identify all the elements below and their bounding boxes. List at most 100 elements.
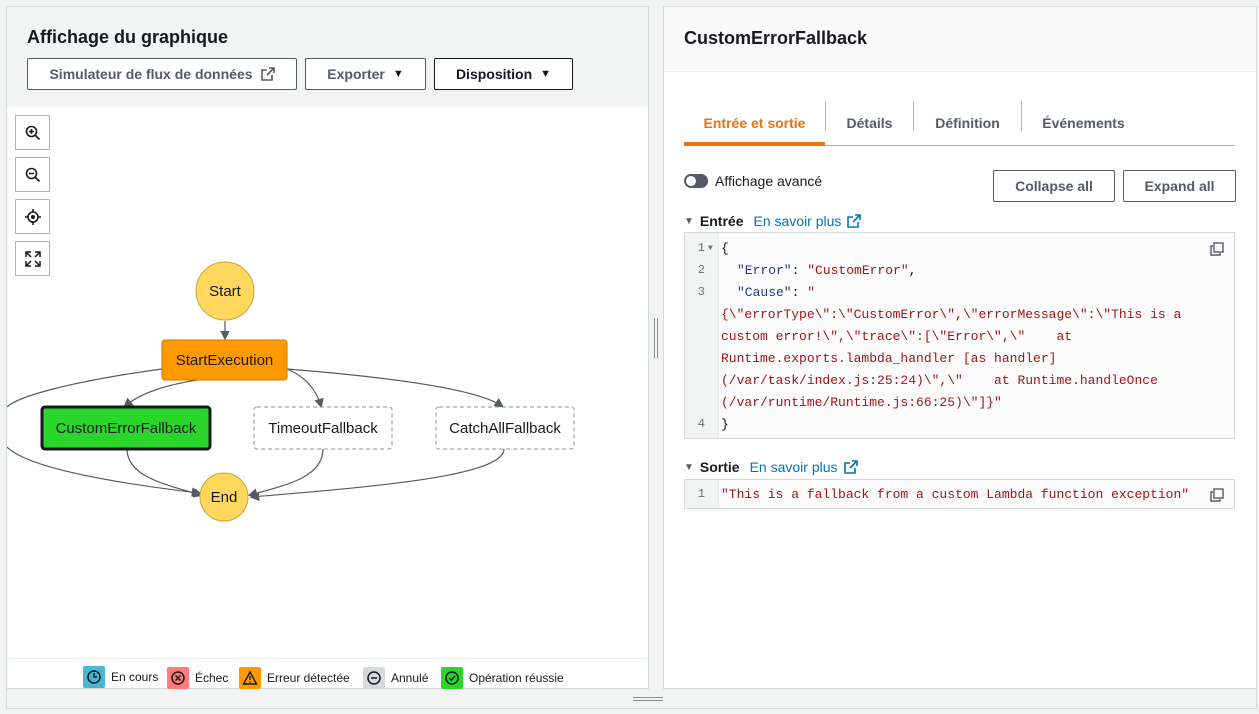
input-section-title: Entrée [699,213,744,229]
node-start[interactable]: Start [195,261,255,321]
layout-button[interactable]: Disposition ▼ [434,58,573,90]
code-line: "Cause": " [737,285,815,300]
code-line: "This is a fallback from a custom Lambda… [721,487,1190,502]
zoom-out-button[interactable] [15,157,50,192]
node-end[interactable]: End [199,472,249,522]
details-panel-header: CustomErrorFallback [664,7,1256,72]
zoom-out-icon [25,167,40,182]
tab-label: Événements [1042,115,1125,131]
line-number: 2 [697,263,705,277]
check-circle-icon [441,667,463,689]
node-catchallfallback-label: CatchAllFallback [449,420,561,437]
code-line: {\"errorType\":\"CustomError\",\"errorMe… [721,307,1182,322]
input-json-viewer[interactable]: 1 ▼ 2 3 4 { "Error": "CustomError", "Cau… [684,232,1235,439]
external-link-icon [843,460,858,474]
fit-to-screen-button[interactable] [15,241,50,276]
edge-to-catchallfallback [286,368,504,408]
node-customerrorfallback-label: CustomErrorFallback [56,420,197,437]
code-token: , [908,263,917,278]
input-learn-more-link[interactable]: En savoir plus [753,213,842,229]
output-section-header[interactable]: ▼ Sortie En savoir plus [684,459,858,475]
tab-events[interactable]: Événements [1022,101,1145,145]
resize-grip-icon[interactable] [633,697,663,701]
fit-to-screen-icon [24,250,41,267]
tab-definition[interactable]: Définition [914,101,1021,145]
code-line: (/var/task/index.js:25:24)\",\" at Runti… [721,373,1158,388]
expand-all-button[interactable]: Expand all [1123,170,1236,202]
node-timeoutfallback[interactable]: TimeoutFallback [253,406,393,450]
node-catchallfallback[interactable]: CatchAllFallback [435,406,575,450]
fold-caret-icon[interactable]: ▼ [708,244,713,253]
edge-customerror-to-end [126,448,204,498]
center-icon [24,208,41,225]
tab-divider [913,101,914,131]
export-button[interactable]: Exporter ▼ [305,58,426,90]
panel-resize-handle[interactable] [654,318,658,358]
status-legend: En cours Échec Erreur détectée Annulé [7,658,648,689]
line-number-gutter [685,233,719,438]
collapse-all-button[interactable]: Collapse all [993,170,1115,202]
legend-item-cancelled: Annulé [363,667,428,689]
tab-input-output[interactable]: Entrée et sortie [684,101,825,146]
line-number: 1 [697,487,705,501]
zoom-in-icon [25,125,40,140]
edge-timeout-to-end [247,448,324,498]
code-token: : [791,285,808,300]
legend-item-in-progress: En cours [83,666,158,688]
node-startexecution[interactable]: StartExecution [161,339,288,381]
legend-item-succeeded: Opération réussie [441,667,564,689]
data-flow-simulator-button[interactable]: Simulateur de flux de données [27,58,297,90]
bottom-resize-bar[interactable] [6,689,1257,709]
clock-icon [83,666,105,688]
external-link-icon [847,214,862,228]
details-panel: CustomErrorFallback Entrée et sortie Dét… [663,6,1257,689]
copy-icon[interactable] [1210,488,1224,502]
node-timeoutfallback-label: TimeoutFallback [268,420,378,437]
state-machine-graph: Start StartExecution CustomErrorFallback… [7,261,575,522]
code-token: } [721,417,729,432]
layout-button-label: Disposition [455,66,533,82]
node-start-label: Start [209,283,242,300]
legend-item-caught-error: Erreur détectée [239,667,350,689]
edge-outer-to-end [7,446,202,497]
edge-to-customerrorfallback [123,379,198,408]
json-string: "CustomError" [807,263,909,278]
legend-label: Échec [195,671,229,685]
legend-label: Annulé [391,671,429,685]
code-line: "Error": "CustomError", [737,263,916,278]
center-button[interactable] [15,199,50,234]
tab-details[interactable]: Détails [826,101,913,145]
node-end-label: End [211,489,238,506]
caret-down-icon: ▼ [540,68,552,80]
line-number: 3 [697,285,705,299]
copy-icon[interactable] [1210,242,1224,256]
tab-label: Entrée et sortie [703,114,806,131]
output-learn-more-link[interactable]: En savoir plus [749,459,838,475]
node-customerrorfallback[interactable]: CustomErrorFallback [40,405,212,451]
details-panel-title: CustomErrorFallback [684,28,868,48]
edge-catchall-to-end [249,448,505,502]
legend-label: Opération réussie [469,671,564,685]
advanced-view-toggle[interactable] [684,174,708,188]
edge-startexecution-outer-left [7,368,163,408]
input-section-header[interactable]: ▼ Entrée En savoir plus [684,213,862,229]
code-line: (/var/runtime/Runtime.js:66:25)\"]}" [721,395,1002,410]
code-line: custom error!\",\"trace\":[\"Error\",\" … [721,329,1073,344]
edge-to-timeoutfallback [286,368,324,409]
external-link-icon [260,67,275,81]
advanced-view-label: Affichage avancé [715,173,823,189]
json-key: "Error" [737,263,792,278]
line-number: 4 [697,417,705,431]
output-json-viewer[interactable]: 1 "This is a fallback from a custom Lamb… [684,479,1235,509]
code-token: { [721,241,729,256]
json-key: "Cause" [737,285,792,300]
legend-label: En cours [111,670,159,684]
code-line: Runtime.exports.lambda_handler [as handl… [721,351,1057,366]
collapse-all-label: Collapse all [1015,178,1093,194]
tab-label: Détails [846,115,893,131]
warning-icon [239,667,261,689]
code-line: { [721,241,729,256]
legend-label: Erreur détectée [267,671,350,685]
zoom-in-button[interactable] [15,115,50,150]
line-number-gutter [685,480,719,508]
